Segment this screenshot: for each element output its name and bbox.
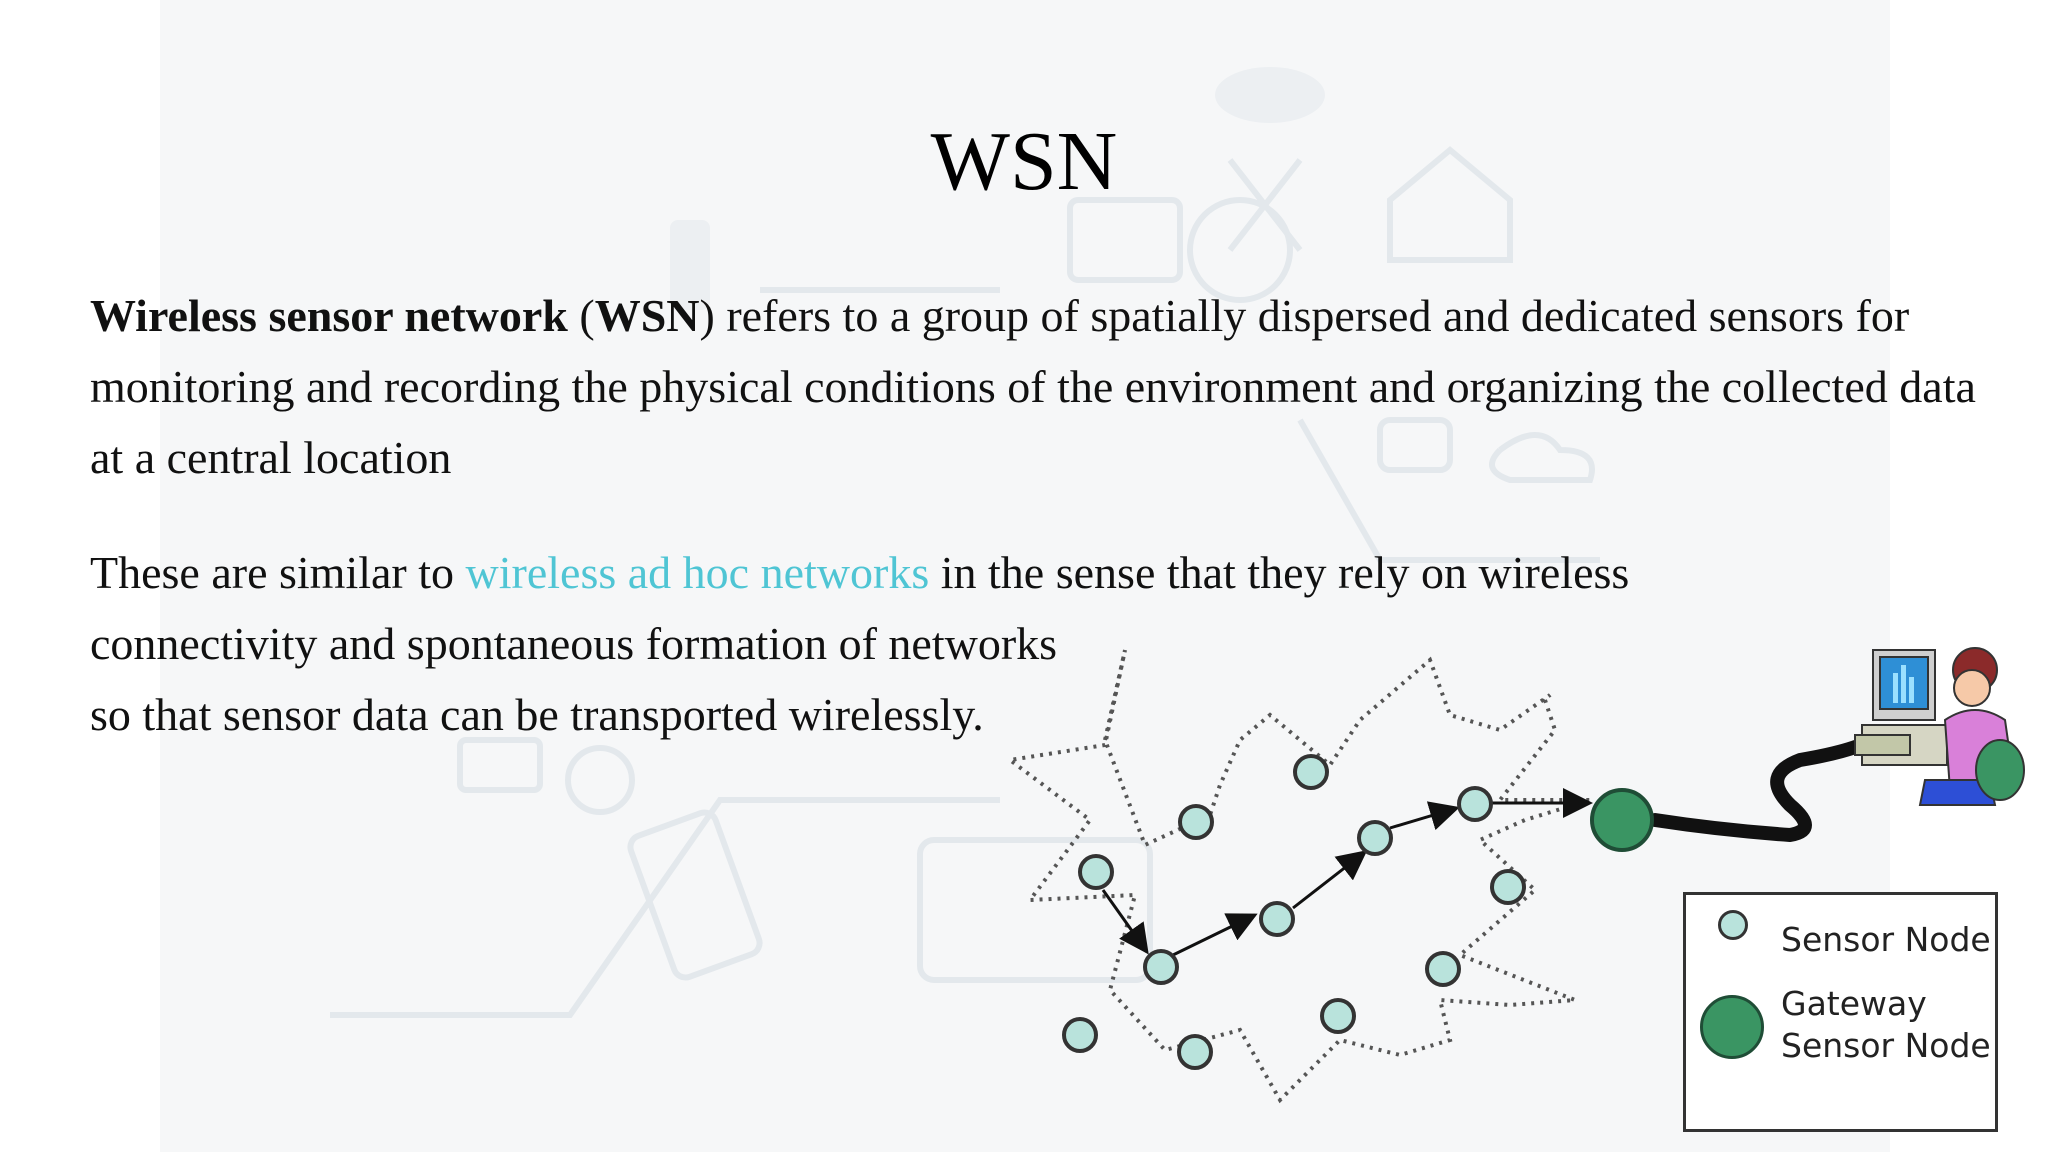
paren-open: ( [567, 290, 595, 341]
sensor-node [1490, 869, 1526, 905]
abbr-bold: WSN [594, 290, 700, 341]
route-arrow [1389, 801, 1460, 831]
similarity-line2: connectivity and spontaneous formation o… [90, 618, 1058, 669]
similarity-line3: so that sensor data can be transported w… [90, 689, 984, 740]
similarity-paragraph: These are similar to wireless ad hoc net… [90, 537, 1990, 750]
slide-title: WSN [930, 115, 1118, 208]
sensor-node [1259, 901, 1295, 937]
sensor-node [1143, 949, 1179, 985]
computer-user-icon [1854, 647, 2025, 806]
route-arrow [1101, 889, 1149, 955]
legend-sensor-label: Sensor Node [1781, 920, 1991, 959]
sensor-node [1062, 1017, 1098, 1053]
term-bold: Wireless sensor network [90, 290, 568, 341]
route-arrow [1292, 850, 1368, 910]
sensor-node [1425, 951, 1461, 987]
definition-text: ) refers to a group of spatially dispers… [90, 290, 1976, 483]
sensor-node [1078, 854, 1114, 890]
sensor-node [1177, 1034, 1213, 1070]
sensor-node [1357, 820, 1393, 856]
similarity-line1-rest: in the sense that they rely on wireless [929, 547, 1630, 598]
sensor-node-swatch-icon [1718, 910, 1748, 940]
definition-paragraph: Wireless sensor network (WSN) refers to … [90, 280, 2010, 493]
sensor-node [1178, 804, 1214, 840]
sensor-node [1293, 754, 1329, 790]
sensor-node [1457, 786, 1493, 822]
sensor-node [1320, 998, 1356, 1034]
gateway-node [1590, 788, 1654, 852]
diagram-legend: Sensor Node Gateway Sensor Node [1683, 892, 1998, 1132]
gateway-node-swatch-icon [1700, 995, 1764, 1059]
legend-gateway-label: Gateway Sensor Node [1781, 984, 1991, 1065]
route-arrow [1172, 913, 1258, 957]
gateway-cable [1648, 728, 1887, 843]
similarity-lead: These are similar to [90, 547, 466, 598]
adhoc-network-link[interactable]: wireless ad hoc networks [465, 547, 930, 598]
